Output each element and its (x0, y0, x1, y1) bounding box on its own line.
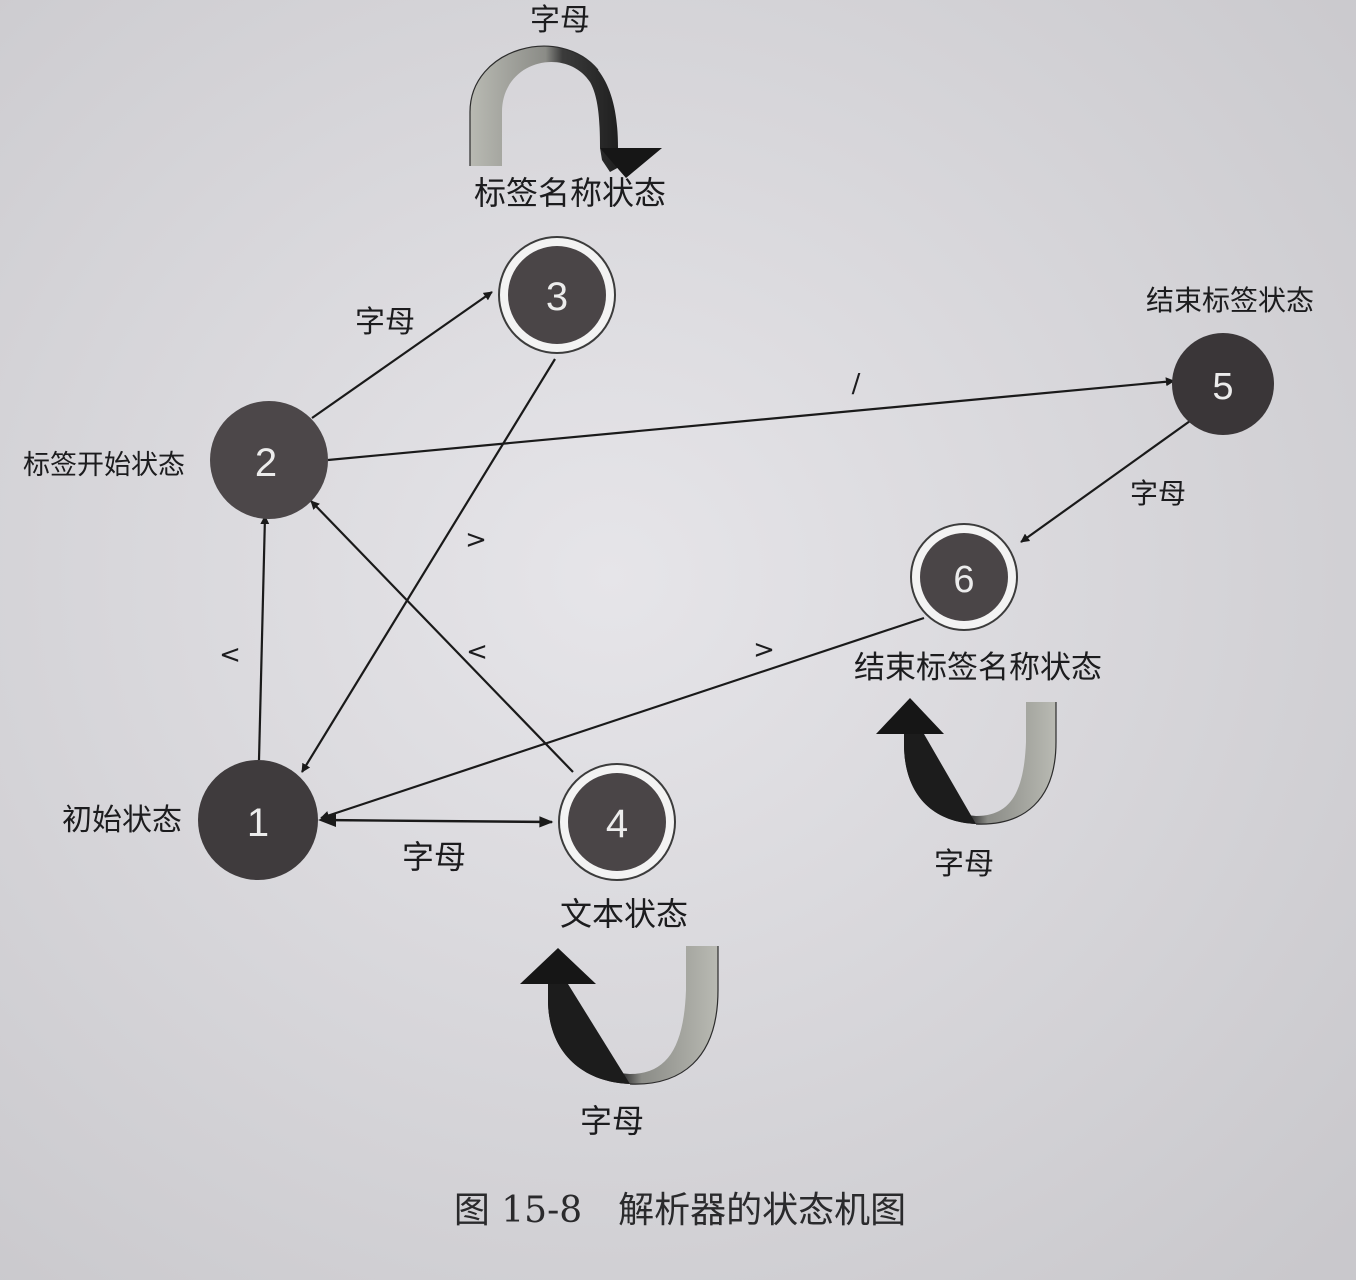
edge-1-to-2 (257, 515, 270, 761)
state-4-number: 4 (606, 802, 628, 846)
edge-6-to-1 (320, 616, 925, 820)
state-6-node: 6 (910, 523, 1018, 631)
label-edge-4-to-2: < (466, 637, 488, 667)
label-edge-2-to-3: 字母 (355, 305, 415, 340)
state-5-label: 结束标签状态 (1146, 284, 1314, 317)
label-loop-state-4: 字母 (580, 1102, 644, 1140)
label-edge-3-to-1: > (465, 525, 487, 555)
label-edge-6-to-1: > (753, 635, 775, 665)
edge-2-to-3 (311, 291, 493, 419)
label-edge-1-to-4: 字母 (402, 838, 466, 876)
state-1-label: 初始状态 (62, 803, 182, 838)
edge-2-to-5 (327, 377, 1175, 462)
loop-arrow-state-6 (876, 698, 1057, 825)
state-3-label: 标签名称状态 (474, 174, 666, 212)
label-edge-5-to-6: 字母 (1130, 477, 1186, 510)
state-3-number: 3 (546, 275, 568, 319)
label-loop-state-6: 字母 (934, 847, 994, 882)
label-edge-1-to-2: < (219, 640, 241, 670)
state-4-label: 文本状态 (560, 895, 688, 933)
state-4-node: 4 (558, 763, 676, 881)
state-5-node: 5 (1172, 333, 1274, 435)
loop-arrow-state-3 (469, 45, 662, 178)
state-6-label: 结束标签名称状态 (854, 650, 1102, 686)
edge-3-to-1 (301, 358, 556, 773)
edges (257, 291, 1191, 828)
state-1-number: 1 (247, 801, 269, 845)
state-3-node: 3 (498, 236, 616, 354)
state-5-number: 5 (1212, 366, 1233, 408)
state-1-node: 1 (198, 760, 318, 880)
state-2-node: 2 (210, 401, 328, 519)
figure-caption: 图 15-8 解析器的状态机图 (454, 1190, 906, 1231)
edge-1-to-4 (321, 816, 554, 828)
state-2-number: 2 (255, 441, 277, 485)
loop-arrow-state-4 (520, 946, 719, 1085)
edge-5-to-6 (1020, 420, 1191, 543)
edge-4-to-2 (310, 500, 574, 773)
state-6-number: 6 (953, 559, 974, 601)
self-loops (469, 45, 1057, 1085)
label-loop-state-3: 字母 (530, 3, 590, 38)
state-2-label: 标签开始状态 (23, 450, 185, 481)
edge-1-to-4-back-arrowhead (318, 813, 336, 827)
label-edge-2-to-5: / (852, 369, 861, 399)
